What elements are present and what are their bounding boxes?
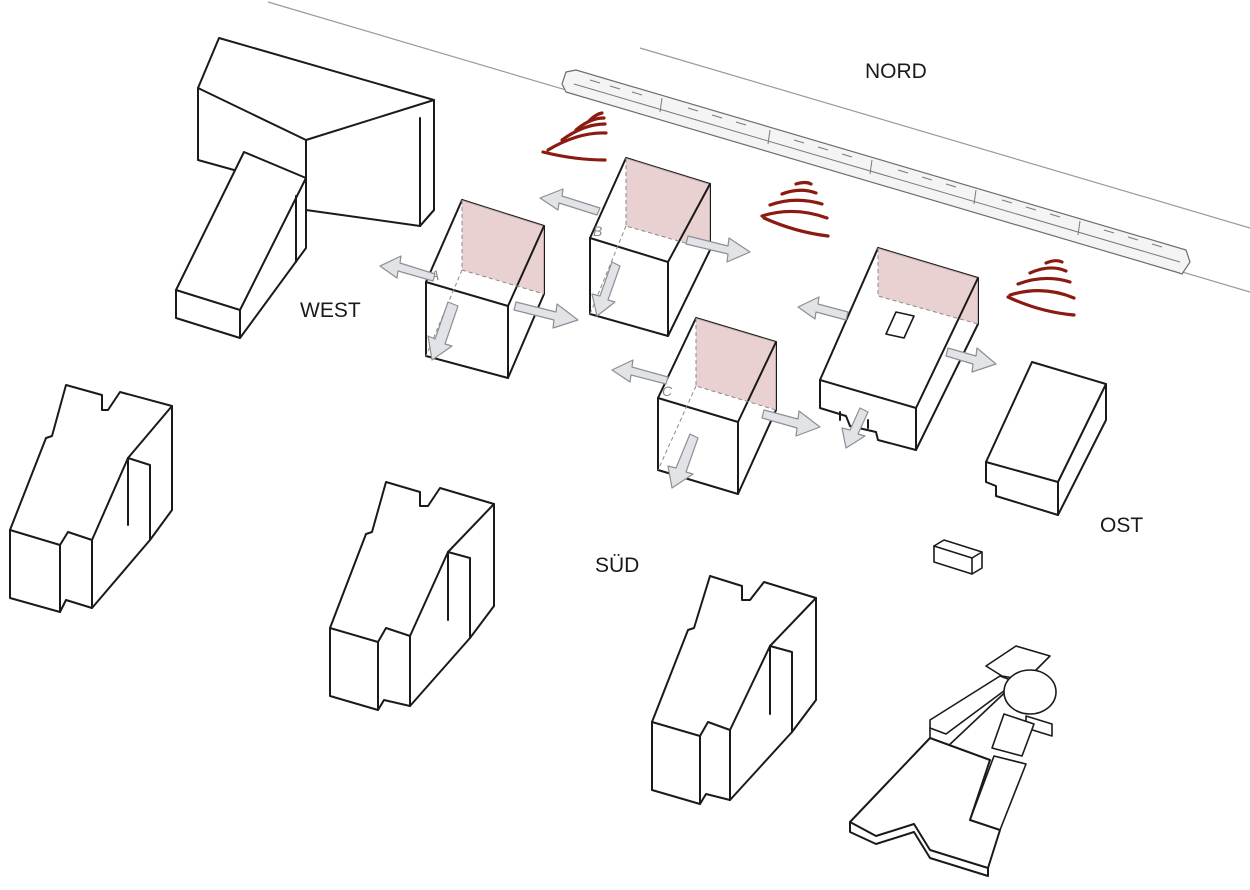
label-south: SÜD — [595, 554, 639, 577]
orientation-arrow-icon — [379, 255, 436, 282]
building-south-2 — [329, 481, 495, 711]
orientation-arrow-icon — [591, 261, 621, 317]
building-east — [985, 361, 1107, 516]
label-north: NORD — [865, 60, 927, 83]
volume-b-label: B — [593, 223, 602, 239]
volume-d — [819, 247, 979, 451]
building-west-complex — [175, 37, 435, 339]
noise-wave-icon — [541, 111, 608, 162]
volume-c-label: C — [662, 383, 673, 399]
train-icon — [561, 69, 1191, 275]
orientation-arrow-icon — [611, 359, 669, 385]
orientation-arrow-icon — [685, 235, 751, 263]
noise-wave-icon — [760, 180, 830, 238]
noise-wave-icon — [1006, 259, 1076, 317]
orientation-arrow-icon — [539, 188, 601, 216]
orientation-arrow-icon — [761, 409, 821, 437]
orientation-arrow-icon — [427, 301, 459, 361]
orientation-arrow-icon — [841, 407, 869, 449]
building-southeast-complex — [849, 645, 1057, 877]
building-small-kiosk — [933, 539, 983, 575]
orientation-arrow-icon — [667, 433, 699, 489]
label-west: WEST — [300, 299, 361, 322]
building-south-3 — [651, 575, 817, 805]
orientation-arrow-icon — [945, 347, 997, 373]
volume-b: B — [589, 157, 711, 337]
orientation-arrow-icon — [797, 296, 849, 321]
orientation-arrow-icon — [513, 301, 579, 329]
building-south-1 — [9, 384, 173, 613]
label-east: OST — [1100, 514, 1143, 537]
volume-a: A — [425, 199, 545, 379]
